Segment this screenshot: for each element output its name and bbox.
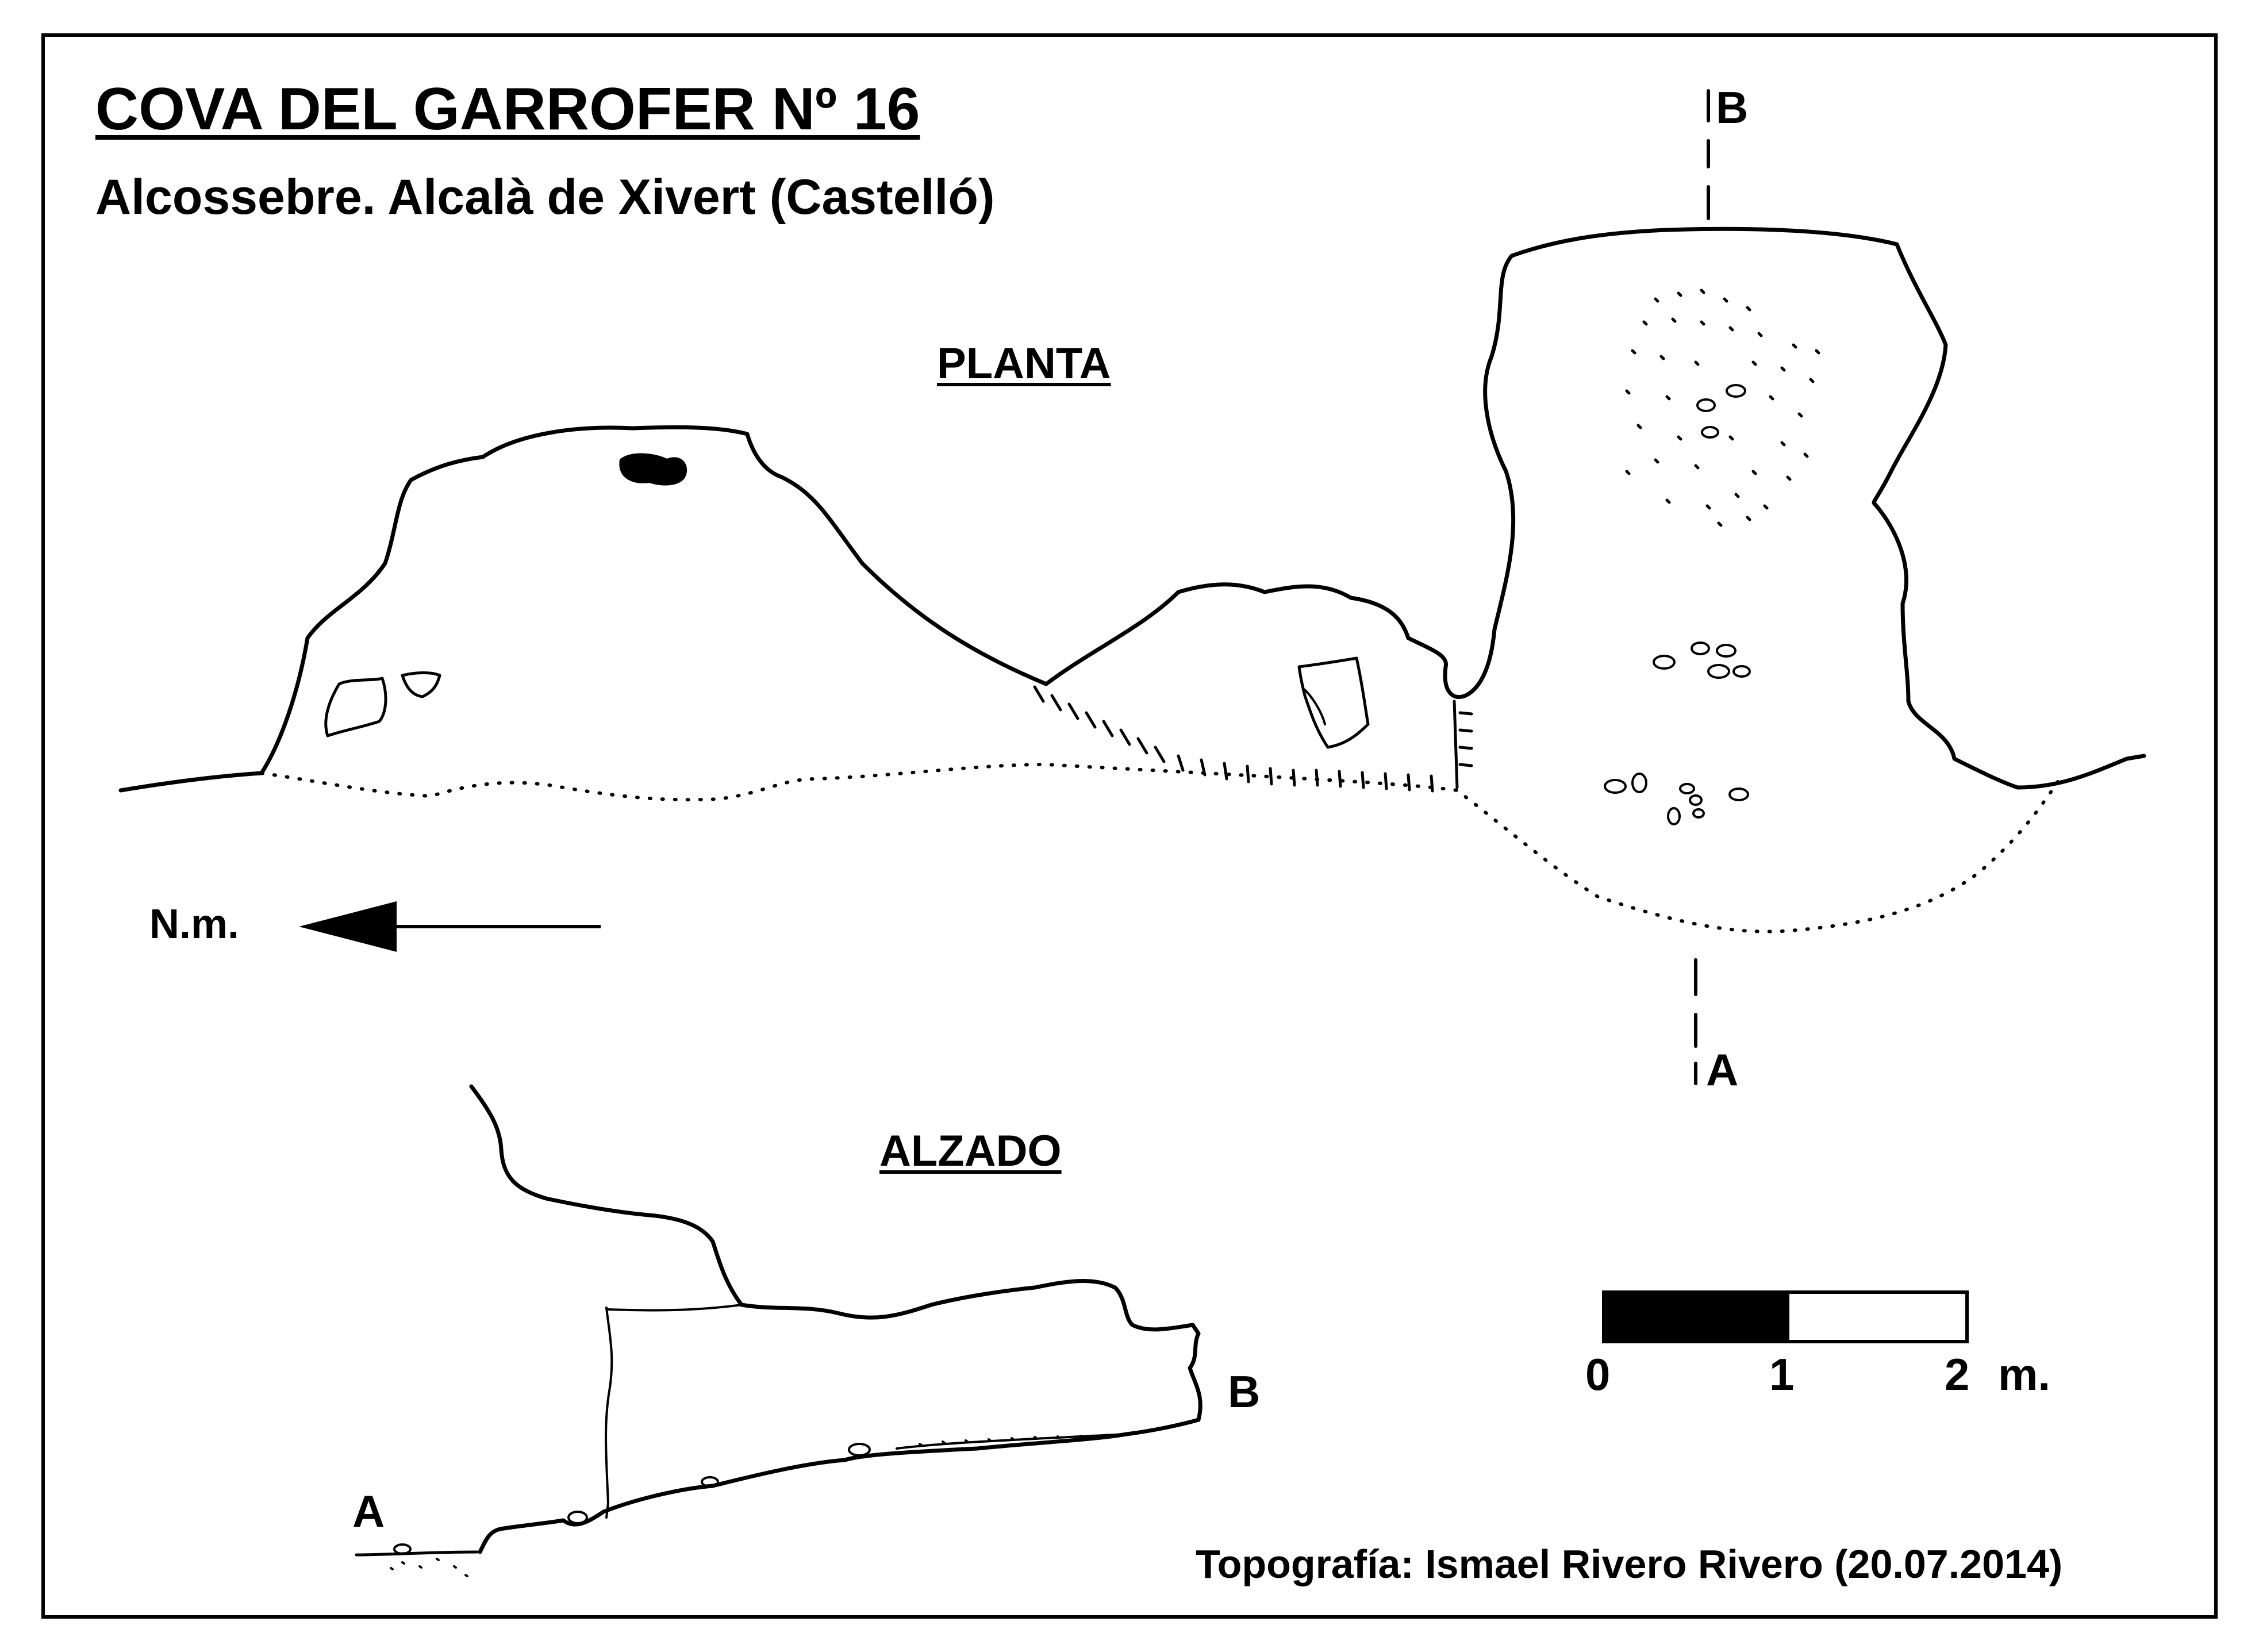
elevation-boulder	[393, 1543, 412, 1555]
plan-drip-line	[260, 763, 2060, 933]
survey-credit: Topografía: Ismael Rivero Rivero (20.07.…	[1196, 1542, 2063, 1586]
scale-bar-white-segment	[1786, 1290, 1969, 1343]
plan-view	[118, 89, 2146, 1085]
elevation-section-label-a: A	[352, 1486, 385, 1536]
scale-bar-black-segment	[1602, 1290, 1789, 1343]
elevation-view	[355, 1084, 1203, 1577]
plan-boulder	[401, 671, 441, 698]
plan-boulder	[324, 677, 387, 737]
north-label: N.m.	[149, 901, 240, 947]
north-arrow	[299, 901, 601, 952]
elevation-sediment-stipple	[919, 1435, 1084, 1446]
scale-label-0: 0	[1585, 1349, 1611, 1400]
plan-cave-wall	[118, 226, 2146, 793]
plan-boulder-crack	[1304, 689, 1326, 725]
elevation-floor	[478, 1417, 1201, 1554]
plan-rubble	[1604, 384, 1751, 825]
plan-section-label-b: B	[1716, 82, 1749, 133]
map-title: COVA DEL GARROFER Nº 16	[95, 76, 920, 143]
elevation-ground-surface	[469, 1084, 744, 1307]
plan-inner-wall	[1453, 700, 1459, 789]
plan-dark-pool	[619, 453, 687, 486]
plan-boulder	[1297, 656, 1370, 749]
elevation-boulder	[848, 1443, 871, 1457]
map-subtitle: Alcossebre. Alcalà de Xivert (Castelló)	[95, 170, 995, 225]
scale-bar	[1602, 1290, 1969, 1343]
elevation-view-label: ALZADO	[879, 1127, 1062, 1175]
elevation-threshold-stipple	[390, 1558, 468, 1577]
plan-section-label-a: A	[1706, 1044, 1739, 1095]
plan-step-hatching	[1033, 685, 1473, 793]
elevation-boulder	[701, 1476, 719, 1488]
elevation-entrance-ceiling	[607, 1304, 743, 1312]
plan-section-line	[1694, 89, 1710, 1085]
plan-view-label: PLANTA	[937, 339, 1111, 388]
plan-floor-stipple	[1625, 289, 1820, 527]
scale-unit-label: m.	[1998, 1349, 2051, 1400]
map-frame	[41, 33, 2218, 1619]
north-arrow-head	[299, 901, 397, 952]
elevation-section-label-b: B	[1228, 1366, 1261, 1417]
elevation-boulder	[567, 1511, 588, 1524]
elevation-entrance-wall	[605, 1307, 613, 1519]
elevation-ceiling	[739, 1279, 1203, 1422]
scale-label-1: 1	[1769, 1349, 1795, 1400]
scale-label-2: 2	[1945, 1349, 1970, 1400]
elevation-entrance-threshold	[355, 1550, 479, 1557]
